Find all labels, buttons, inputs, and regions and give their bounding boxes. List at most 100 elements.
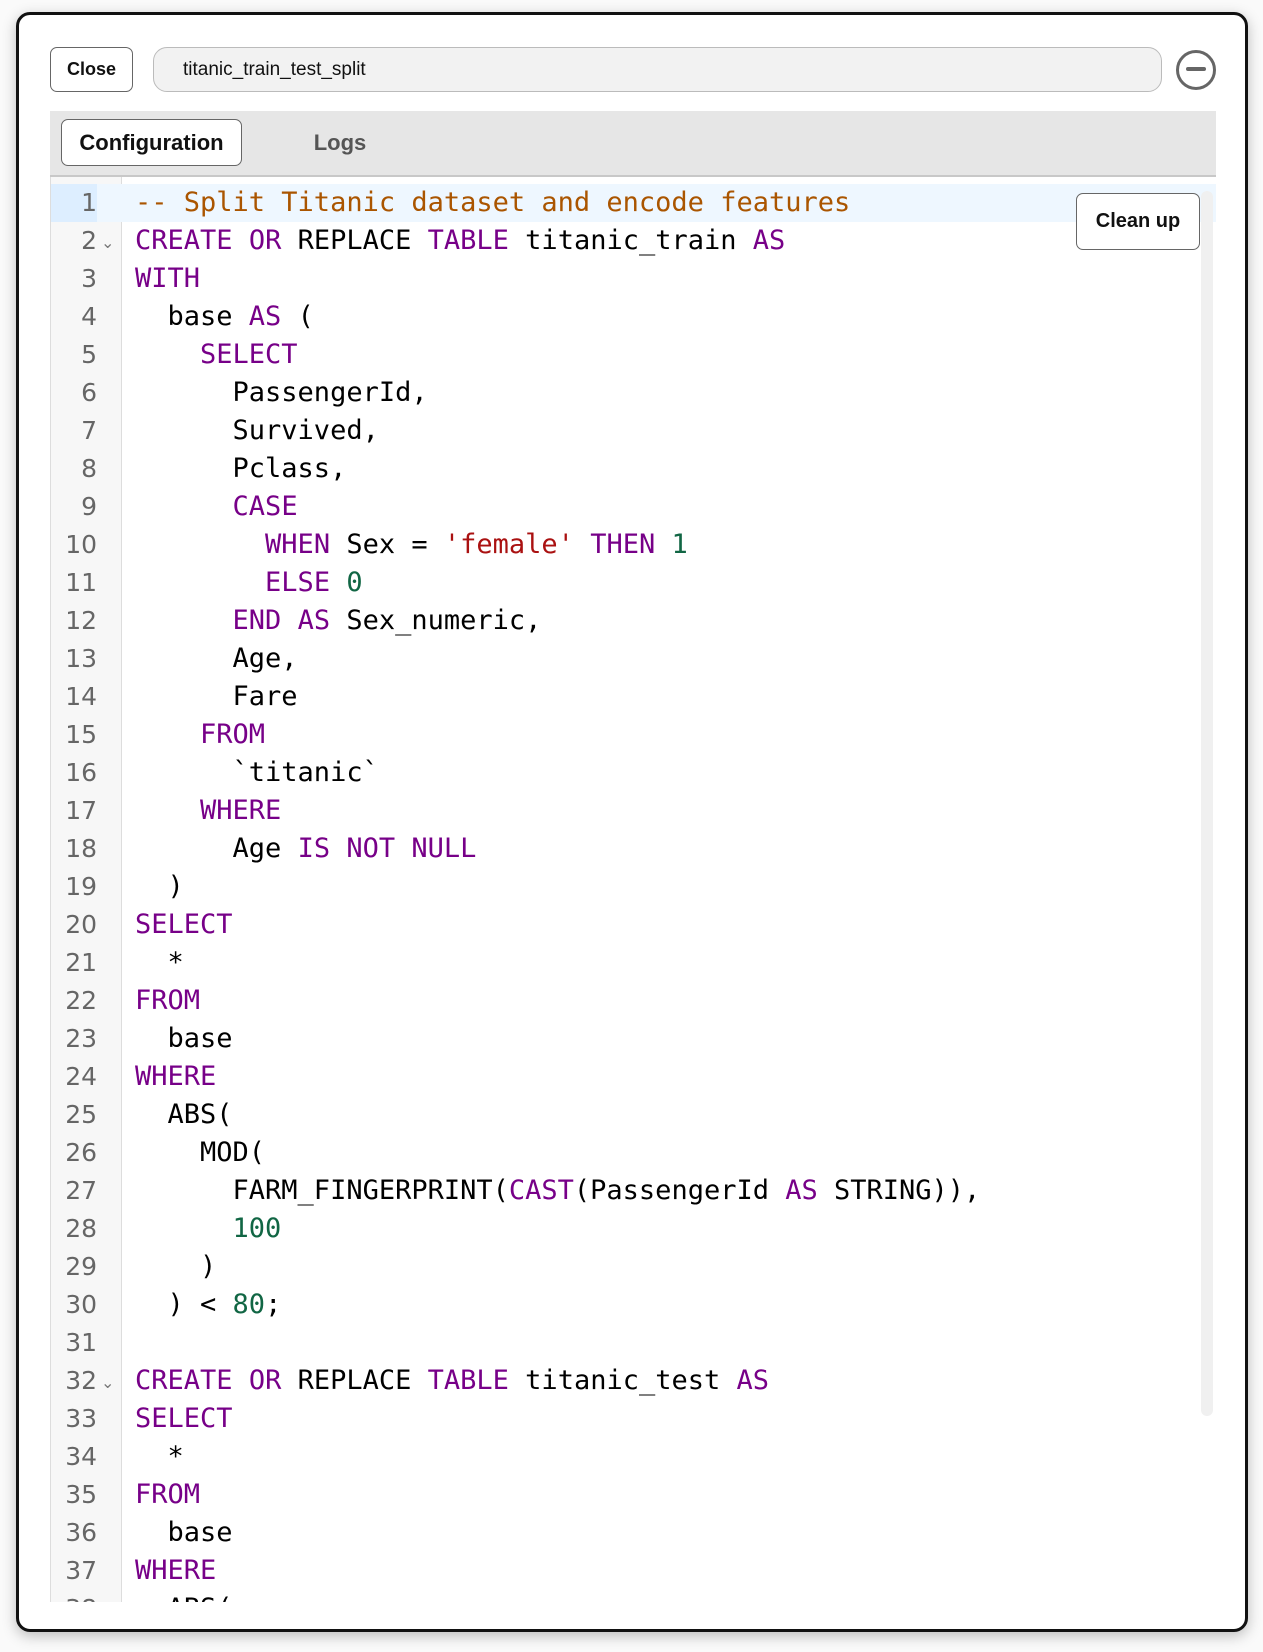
line-number: 16	[65, 758, 97, 787]
token-tx: Fare	[135, 681, 298, 712]
code-line: 5 SELECT	[51, 336, 1216, 374]
code-text: CREATE OR REPLACE TABLE titanic_train AS	[135, 222, 785, 260]
line-number: 22	[65, 986, 97, 1015]
code-line: 32⌄ CREATE OR REPLACE TABLE titanic_test …	[51, 1362, 1216, 1400]
code-text: MOD(	[135, 1134, 265, 1172]
code-line: 29 )	[51, 1248, 1216, 1286]
code-text: 100	[135, 1210, 282, 1248]
token-kw: AS	[752, 225, 786, 256]
code-line: 31	[51, 1324, 1216, 1362]
line-number: 31	[65, 1328, 97, 1357]
code-text: CREATE OR REPLACE TABLE titanic_test AS	[135, 1362, 769, 1400]
clean-up-button[interactable]: Clean up	[1076, 193, 1200, 250]
line-number: 11	[65, 568, 97, 597]
token-tx: Sex_numeric,	[330, 605, 542, 636]
token-kw: TABLE	[427, 225, 509, 256]
code-text: ABS(	[135, 1096, 233, 1134]
token-tx	[135, 795, 200, 826]
code-line: 15 FROM	[51, 716, 1216, 754]
token-tx	[135, 567, 265, 598]
code-text: )	[135, 1248, 216, 1286]
line-number: 32	[65, 1366, 97, 1395]
line-number: 21	[65, 948, 97, 977]
token-tx: titanic_test	[508, 1365, 737, 1396]
token-tx: Age	[135, 833, 298, 864]
line-number: 38	[51, 1590, 97, 1602]
code-line: 12 END AS Sex_numeric,	[51, 602, 1216, 640]
token-kw: ELSE	[265, 567, 331, 598]
code-line: 14 Fare	[51, 678, 1216, 716]
token-tx: ;	[265, 1289, 282, 1320]
code-text: SELECT	[135, 336, 298, 374]
token-tx: Survived,	[135, 415, 379, 446]
token-kw: WHEN	[265, 529, 331, 560]
code-text: base AS (	[135, 298, 314, 336]
code-line: 22 FROM	[51, 982, 1216, 1020]
job-title-field[interactable]: titanic_train_test_split	[153, 47, 1162, 92]
token-kw: FROM	[135, 985, 201, 1016]
code-line: 27 FARM_FINGERPRINT(CAST(PassengerId AS …	[51, 1172, 1216, 1210]
line-number: 20	[65, 910, 97, 939]
code-text: FROM	[135, 716, 265, 754]
token-kw: TABLE	[427, 1365, 509, 1396]
token-kw: CAST	[508, 1175, 574, 1206]
code-text: WHEN Sex = 'female' THEN 1	[135, 526, 688, 564]
token-num: 0	[346, 567, 363, 598]
token-kw: CREATE	[135, 1365, 233, 1396]
token-tx: base	[135, 1023, 233, 1054]
code-text: *	[135, 944, 184, 982]
token-tx: *	[135, 947, 184, 978]
token-tx	[574, 529, 590, 560]
close-button[interactable]: Close	[50, 47, 133, 92]
code-text: END AS Sex_numeric,	[135, 602, 542, 640]
tab-logs[interactable]: Logs	[313, 129, 367, 155]
line-number: 9	[81, 492, 97, 521]
token-kw: SELECT	[200, 339, 298, 370]
code-text: FARM_FINGERPRINT(CAST(PassengerId AS STR…	[135, 1172, 981, 1210]
line-number: 23	[65, 1024, 97, 1053]
code-text: -- Split Titanic dataset and encode feat…	[135, 184, 850, 222]
sql-code-editor[interactable]: 1-- Split Titanic dataset and encode fea…	[50, 177, 1216, 1602]
line-number: 30	[65, 1290, 97, 1319]
line-number: 8	[81, 454, 97, 483]
code-text: Survived,	[135, 412, 379, 450]
token-kw: THEN	[590, 529, 656, 560]
code-line: 8 Pclass,	[51, 450, 1216, 488]
token-kw: WHERE	[135, 1061, 217, 1092]
token-tx: *	[135, 1441, 184, 1472]
token-tx: ABS(	[135, 1593, 233, 1602]
minimize-circle-icon[interactable]	[1176, 50, 1216, 90]
code-line: 7 Survived,	[51, 412, 1216, 450]
code-line: 6 PassengerId,	[51, 374, 1216, 412]
fold-chevron-icon[interactable]: ⌄	[101, 233, 115, 252]
line-number: 12	[65, 606, 97, 635]
token-tx	[655, 529, 671, 560]
token-kw: FROM	[135, 1479, 201, 1510]
code-line: 18 Age IS NOT NULL	[51, 830, 1216, 868]
code-text: WITH	[135, 260, 200, 298]
line-number: 28	[65, 1214, 97, 1243]
token-kw: AS	[248, 301, 282, 332]
code-text: FROM	[135, 982, 200, 1020]
editor-scrollbar[interactable]	[1201, 191, 1213, 1416]
token-tx: ) <	[135, 1289, 233, 1320]
line-number: 19	[65, 872, 97, 901]
code-line: 30 ) < 80;	[51, 1286, 1216, 1324]
token-tx	[135, 491, 233, 522]
tab-configuration[interactable]: Configuration	[61, 119, 242, 166]
token-tx	[281, 605, 297, 636]
token-kw: NULL	[411, 833, 477, 864]
token-tx	[330, 833, 346, 864]
tab-bar: Configuration Logs	[50, 111, 1216, 177]
code-text: PassengerId,	[135, 374, 428, 412]
code-line: 25 ABS(	[51, 1096, 1216, 1134]
token-tx: Pclass,	[135, 453, 347, 484]
token-kw: FROM	[200, 719, 266, 750]
token-tx	[135, 529, 265, 560]
fold-chevron-icon[interactable]: ⌄	[101, 1373, 115, 1392]
line-number: 26	[65, 1138, 97, 1167]
code-text: *	[135, 1438, 184, 1476]
token-kw: SELECT	[135, 909, 233, 940]
token-kw: WITH	[135, 263, 201, 294]
